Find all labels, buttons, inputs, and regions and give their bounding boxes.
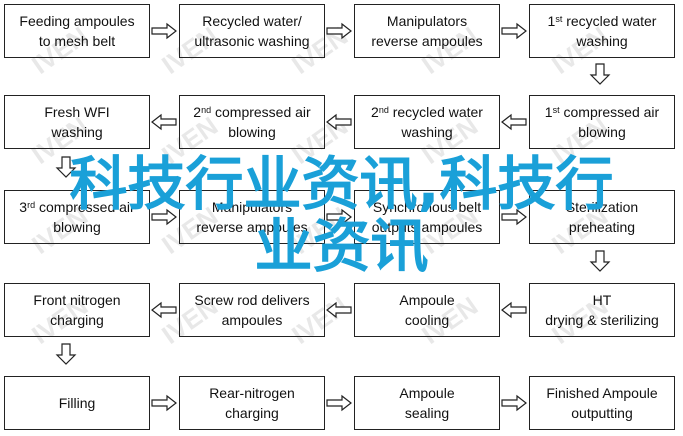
step-line-2: charging [225, 405, 279, 421]
step-ampoule-cooling: Ampoule cooling [354, 283, 500, 337]
step-sterilization-preheating: Sterilization preheating [529, 190, 675, 244]
step-manipulators-reverse-2: Manipulators reverse ampoules [179, 190, 325, 244]
arrow-right-r3-3 [501, 208, 527, 226]
step-line-1: 3rd compressed air [19, 199, 135, 215]
step-line-1: Fresh WFI [44, 104, 110, 120]
arrow-down-col4-2 [589, 250, 611, 272]
step-line-2: preheating [568, 219, 636, 235]
step-line-1: Finished Ampoule [546, 385, 658, 401]
step-line-1: Recycled water/ [202, 13, 302, 29]
step-line-2: sealing [404, 405, 450, 421]
step-line-2: ultrasonic washing [194, 33, 310, 49]
step-rear-nitrogen-charging: Rear-nitrogen charging [179, 376, 325, 430]
step-line-1: 1st compressed air [544, 104, 660, 120]
arrow-right-r1-3 [501, 22, 527, 40]
arrow-down-col1-2 [55, 343, 77, 365]
step-line-1: HT [592, 292, 612, 308]
step-ampoule-sealing: Ampoule sealing [354, 376, 500, 430]
step-line-2: blowing [53, 219, 101, 235]
arrow-left-r4-1 [151, 301, 177, 319]
step-line-2: washing [51, 124, 103, 140]
step-line-1: 2nd compressed air [193, 104, 311, 120]
step-line-1: Sterilization [565, 199, 639, 215]
step-line-1: Manipulators [211, 199, 293, 215]
step-line-1: Ampoule [399, 292, 455, 308]
arrow-left-r4-2 [326, 301, 352, 319]
step-line-1: Synchronous belt [372, 199, 482, 215]
step-line-1: Ampoule [399, 385, 455, 401]
step-1st-compressed-air-blowing: 1st compressed air blowing [529, 95, 675, 149]
step-line-2: cooling [404, 312, 450, 328]
step-line-2: to mesh belt [38, 33, 116, 49]
arrow-down-col1-1 [55, 156, 77, 178]
step-line-2: blowing [228, 124, 276, 140]
step-line-2: charging [50, 312, 104, 328]
arrow-left-r2-2 [326, 113, 352, 131]
arrow-left-r2-1 [151, 113, 177, 131]
step-line-1: Rear-nitrogen [209, 385, 295, 401]
step-line-2: reverse ampoules [196, 219, 308, 235]
step-recycled-ultrasonic-washing: Recycled water/ ultrasonic washing [179, 4, 325, 58]
step-2nd-recycled-water-washing: 2nd recycled water washing [354, 95, 500, 149]
step-2nd-compressed-air-blowing: 2nd compressed air blowing [179, 95, 325, 149]
step-line-1: Manipulators [386, 13, 468, 29]
step-line-1: 1st recycled water [547, 13, 657, 29]
step-line-1: Screw rod delivers [194, 292, 310, 308]
step-feeding-ampoules: Feeding ampoules to mesh belt [4, 4, 150, 58]
step-3rd-compressed-air-blowing: 3rd compressed air blowing [4, 190, 150, 244]
arrow-right-r5-1 [151, 394, 177, 412]
step-ht-drying-sterilizing: HT drying & sterilizing [529, 283, 675, 337]
arrow-right-r1-2 [326, 22, 352, 40]
arrow-left-r2-3 [501, 113, 527, 131]
step-line-2: outputs ampoules [371, 219, 483, 235]
step-line-2: drying & sterilizing [545, 312, 659, 328]
step-screw-rod-delivers: Screw rod delivers ampoules [179, 283, 325, 337]
step-synchronous-belt-outputs: Synchronous belt outputs ampoules [354, 190, 500, 244]
step-1st-recycled-water-washing: 1st recycled water washing [529, 4, 675, 58]
step-line-1: 2nd recycled water [371, 104, 483, 120]
step-line-2: blowing [578, 124, 626, 140]
arrow-down-col4-1 [589, 63, 611, 85]
step-line-1: Filling [58, 395, 96, 411]
step-manipulators-reverse-1: Manipulators reverse ampoules [354, 4, 500, 58]
step-line-1: Feeding ampoules [19, 13, 135, 29]
step-line-2: outputting [571, 405, 633, 421]
arrow-right-r5-3 [501, 394, 527, 412]
arrow-right-r3-1 [151, 208, 177, 226]
step-line-2: reverse ampoules [371, 33, 483, 49]
arrow-right-r5-2 [326, 394, 352, 412]
step-line-2: ampoules [221, 312, 283, 328]
step-filling: Filling [4, 376, 150, 430]
step-line-2: washing [401, 124, 453, 140]
arrow-left-r4-3 [501, 301, 527, 319]
step-fresh-wfi-washing: Fresh WFI washing [4, 95, 150, 149]
step-line-1: Front nitrogen [33, 292, 121, 308]
arrow-right-r3-2 [326, 208, 352, 226]
arrow-right-r1-1 [151, 22, 177, 40]
step-finished-ampoule-outputting: Finished Ampoule outputting [529, 376, 675, 430]
step-front-nitrogen-charging: Front nitrogen charging [4, 283, 150, 337]
step-line-2: washing [576, 33, 628, 49]
